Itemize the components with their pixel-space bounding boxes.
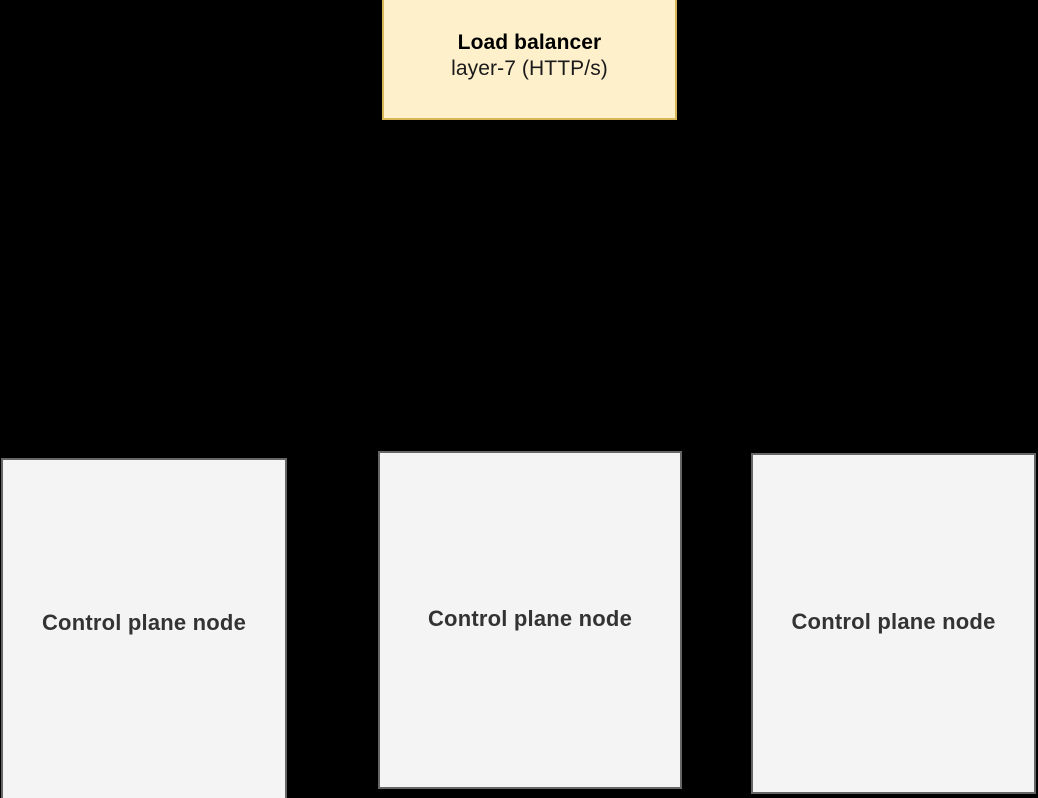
control-plane-node-3[interactable]: Control plane node [751, 453, 1036, 794]
control-plane-node-3-label: Control plane node [791, 608, 996, 634]
load-balancer-title: Load balancer [457, 31, 602, 55]
load-balancer-subtitle: layer-7 (HTTP/s) [451, 57, 608, 80]
control-plane-node-2-label: Control plane node [427, 606, 633, 631]
edge-lb-to-node1 [143, 120, 530, 456]
edge-lb-to-node3 [528, 120, 894, 451]
control-plane-node-1-label: Control plane node [41, 609, 247, 635]
control-plane-node-2[interactable]: Control plane node [378, 451, 682, 789]
load-balancer-node[interactable]: Load balancer layer-7 (HTTP/s) [382, 0, 677, 120]
control-plane-node-1[interactable]: Control plane node [1, 458, 287, 798]
